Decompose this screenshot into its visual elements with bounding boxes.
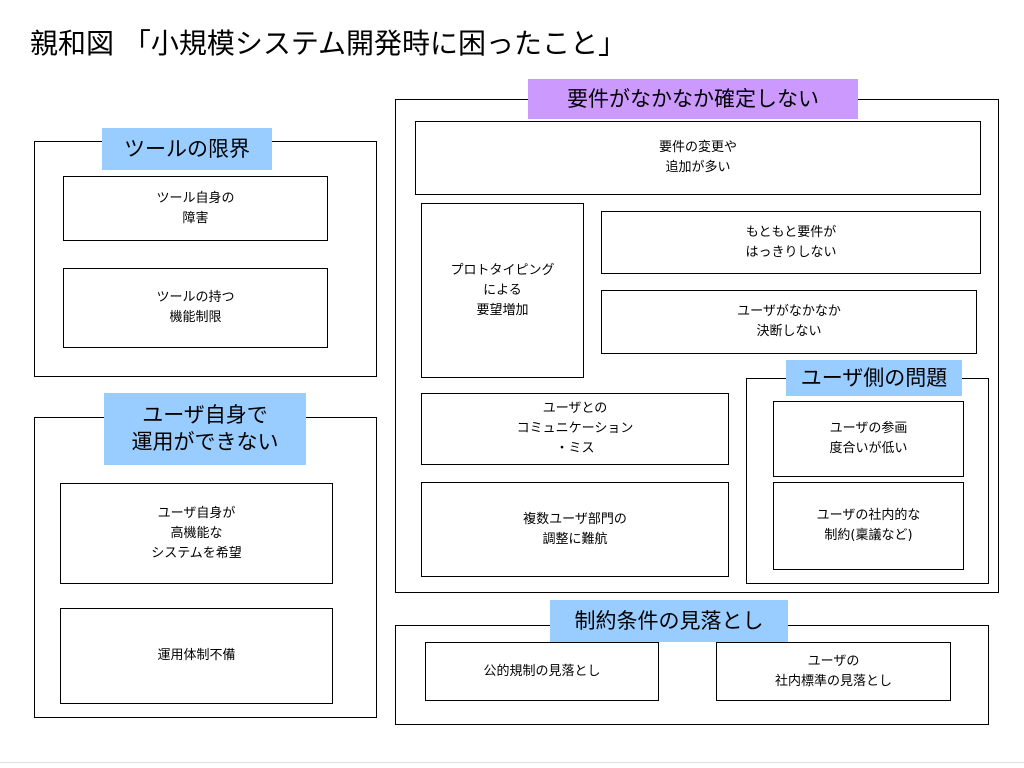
card-internal-standard-overlooked: ユーザの 社内標準の見落とし xyxy=(716,642,951,701)
group-user-operation-label: ユーザ自身で 運用ができない xyxy=(104,393,306,465)
card-public-regulation-overlooked: 公的規制の見落とし xyxy=(425,642,659,701)
card-user-low-participation: ユーザの参画 度合いが低い xyxy=(773,401,964,477)
card-communication-miss: ユーザとの コミュニケーション ・ミス xyxy=(421,393,729,465)
card-operation-structure-deficient: 運用体制不備 xyxy=(60,608,333,704)
card-prototyping-requests: プロトタイピング による 要望増加 xyxy=(421,203,584,378)
group-constraints-label: 制約条件の見落とし xyxy=(550,600,788,642)
card-tool-function-limit: ツールの持つ 機能制限 xyxy=(63,268,328,348)
card-requirements-unclear: もともと要件が はっきりしない xyxy=(601,211,981,274)
card-user-indecisive: ユーザがなかなか 決断しない xyxy=(601,290,977,354)
card-tool-failure: ツール自身の 障害 xyxy=(63,176,328,241)
bottom-divider xyxy=(0,762,1024,763)
group-requirements-label: 要件がなかなか確定しない xyxy=(528,79,858,119)
group-user-side-label: ユーザ側の問題 xyxy=(786,360,962,396)
page-title: 親和図 「小規模システム開発時に困ったこと」 xyxy=(30,27,627,60)
card-requirement-changes: 要件の変更や 追加が多い xyxy=(415,121,981,195)
card-multi-department-coordination: 複数ユーザ部門の 調整に難航 xyxy=(421,482,729,577)
card-user-internal-constraints: ユーザの社内的な 制約(稟議など) xyxy=(773,482,964,570)
group-tool-limits-label: ツールの限界 xyxy=(102,128,272,170)
card-user-wants-advanced-system: ユーザ自身が 高機能な システムを希望 xyxy=(60,483,333,584)
